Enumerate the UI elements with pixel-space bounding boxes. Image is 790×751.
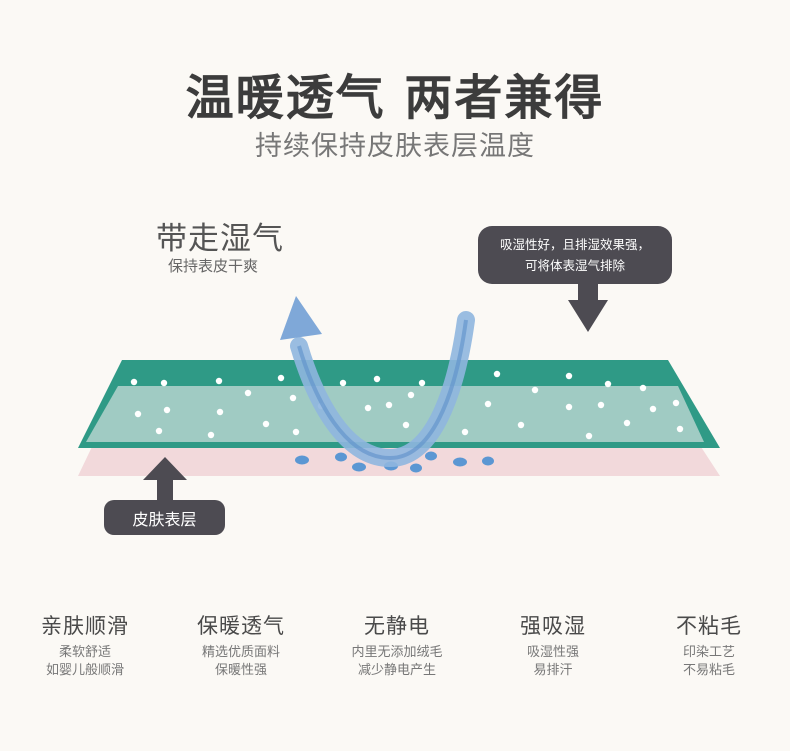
feature-line-2: 保暖性强: [214, 663, 267, 678]
moisture-particles: [130, 370, 684, 440]
flow-arrow-head: [280, 296, 322, 340]
feature-item: 强吸湿 吸湿性强 易排汗: [483, 610, 623, 680]
skin-layer-label: 皮肤表层: [104, 500, 225, 535]
feature-title: 不粘毛: [676, 614, 742, 638]
feature-item: 不粘毛 印染工艺 不易粘毛: [639, 610, 779, 680]
up-arrow-icon: [143, 457, 187, 502]
feature-item: 保暖透气 精选优质面料 保暖性强: [171, 610, 311, 680]
feature-line-1: 柔软舒适: [58, 645, 111, 660]
down-arrow-icon: [568, 284, 608, 332]
feature-line-1: 吸湿性强: [526, 645, 579, 660]
page-subtitle: 持续保持皮肤表层温度: [255, 131, 535, 162]
callout-line-2: 可将体表湿气排除: [524, 258, 625, 273]
feature-line-2: 易排汗: [533, 663, 573, 678]
feature-item: 亲肤顺滑 柔软舒适 如婴儿般顺滑: [15, 610, 155, 680]
feature-item: 无静电 内里无添加绒毛 减少静电产生: [327, 610, 467, 680]
feature-line-2: 减少静电产生: [357, 663, 436, 678]
fabric-middle-layer: [86, 386, 704, 442]
feature-title: 强吸湿: [520, 614, 586, 638]
feature-line-2: 不易粘毛: [682, 663, 735, 678]
feature-title: 保暖透气: [197, 614, 285, 638]
callout-bubble: 吸湿性好，且排湿效果强， 可将体表湿气排除: [478, 226, 672, 284]
moisture-subtitle: 保持表皮干爽: [168, 257, 259, 275]
feature-line-1: 印染工艺: [682, 645, 735, 660]
feature-line-1: 内里无添加绒毛: [351, 645, 443, 660]
feature-line-1: 精选优质面料: [201, 645, 280, 660]
feature-title: 无静电: [364, 614, 430, 638]
moisture-title: 带走湿气: [156, 221, 284, 257]
feature-line-2: 如婴儿般顺滑: [45, 663, 124, 678]
page-title: 温暖透气 两者兼得: [185, 70, 605, 126]
feature-title: 亲肤顺滑: [41, 614, 129, 638]
callout-line-1: 吸湿性好，且排湿效果强，: [499, 237, 650, 252]
